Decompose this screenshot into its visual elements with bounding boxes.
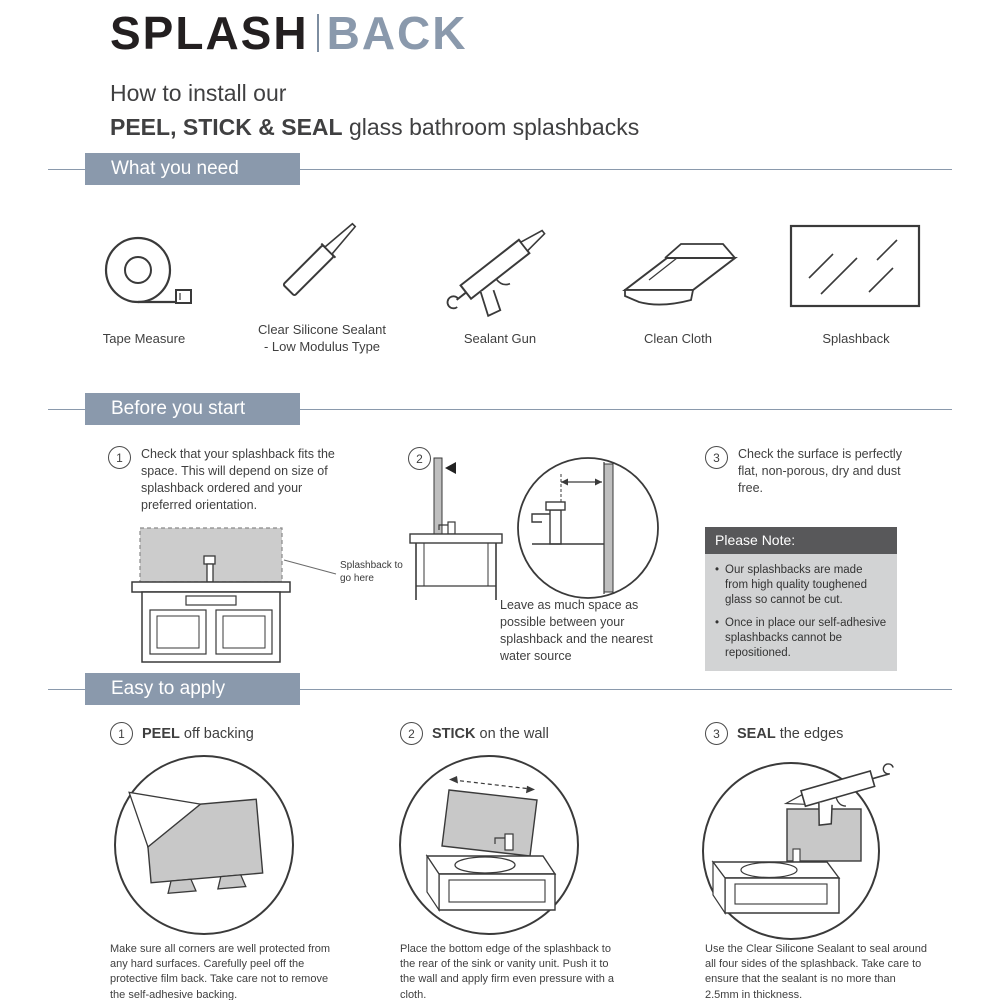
before-step2-header: 2 <box>408 447 431 470</box>
apply-step3-label: SEAL the edges <box>737 726 843 742</box>
step-number-badge: 3 <box>705 722 728 745</box>
note-bullet-text: Our splashbacks are made from high quali… <box>725 564 867 607</box>
step-number-badge: 1 <box>110 722 133 745</box>
section-rule-easy-to-apply <box>48 689 952 690</box>
seal-edges-illustration <box>702 762 894 940</box>
intro-keyphrase: PEEL, STICK & SEAL <box>110 114 343 140</box>
item-sealant-gun: Sealant Gun <box>411 196 589 356</box>
splashback-to-go-here-label: Splashback to go here <box>340 560 403 584</box>
what-you-need-items: Tape Measure Clear Silicone Sealant - Lo… <box>55 196 945 356</box>
item-label: Clean Cloth <box>644 331 712 346</box>
step-number-badge: 1 <box>108 446 131 469</box>
apply-step2-caption: Place the bottom edge of the splashback … <box>400 943 614 1000</box>
before-step1-header: 1 Check that your splashback fits the sp… <box>108 446 353 514</box>
stick-on-wall-illustration <box>399 755 579 935</box>
apply-step2-illustration <box>397 752 582 940</box>
apply-step2-rest: on the wall <box>475 725 549 742</box>
item-splashback: Splashback <box>767 196 945 356</box>
note-bullet: • Our splashbacks are made from high qua… <box>715 563 887 609</box>
apply-step3-header: 3 SEAL the edges <box>705 722 843 745</box>
brand-secondary: BACK <box>326 7 468 59</box>
apply-step1-illustration <box>112 752 297 940</box>
brand-primary: SPLASH <box>110 7 309 59</box>
apply-step3-caption: Use the Clear Silicone Sealant to seal a… <box>705 943 927 1000</box>
clean-cloth-icon-box <box>611 196 746 324</box>
sealant-gun-icon <box>446 229 546 318</box>
apply-step2-action: STICK <box>432 725 476 742</box>
tape-measure-icon <box>104 236 192 304</box>
brand-logo: SPLASH BACK <box>110 6 467 60</box>
tap-gap-closeup-illustration <box>409 457 659 600</box>
section-title-what-you-need: What you need <box>85 153 300 185</box>
item-label: Tape Measure <box>102 331 186 346</box>
apply-step3-action: SEAL <box>737 725 776 742</box>
apply-step1-rest: off backing <box>179 725 254 742</box>
please-note-body: • Our splashbacks are made from high qua… <box>705 554 897 672</box>
step-number-badge: 2 <box>408 447 431 470</box>
splashback-icon-box <box>781 196 931 324</box>
note-bullet: • Once in place our self-adhesive splash… <box>715 616 887 662</box>
please-note-title: Please Note: <box>705 527 897 554</box>
please-note-box: Please Note: • Our splashbacks are made … <box>705 527 897 672</box>
silicone-sealant-icon-box <box>267 196 377 315</box>
item-label: Clear Silicone Sealant <box>258 322 386 338</box>
section-title-easy-to-apply: Easy to apply <box>85 673 300 705</box>
step-number-badge: 3 <box>705 446 728 469</box>
apply-step1-action: PEEL <box>142 725 180 742</box>
before-step1-text: Check that your splashback fits the spac… <box>141 447 335 512</box>
apply-step2-header: 2 STICK on the wall <box>400 722 549 745</box>
clean-cloth-icon <box>621 243 738 306</box>
peel-backing-illustration <box>114 755 294 935</box>
apply-step2-label: STICK on the wall <box>432 726 549 742</box>
item-label: Sealant Gun <box>463 331 537 346</box>
section-title-before-you-start: Before you start <box>85 393 300 425</box>
item-tape-measure: Tape Measure <box>55 196 233 356</box>
bullet-dot: • <box>715 564 720 576</box>
item-sublabel: - Low Modulus Type <box>263 339 381 355</box>
note-bullet-text: Once in place our self-adhesive splashba… <box>725 616 887 659</box>
intro-line1: How to install our <box>110 80 287 106</box>
tape-measure-icon-box <box>92 196 197 324</box>
before-step3-header: 3 Check the surface is perfectly flat, n… <box>705 446 950 497</box>
splashback-icon <box>789 224 921 308</box>
before-step3-text: Check the surface is perfectly flat, non… <box>738 447 902 495</box>
intro-line2: PEEL, STICK & SEAL glass bathroom splash… <box>110 110 639 144</box>
apply-step1-label: PEEL off backing <box>142 726 254 742</box>
intro-text: How to install our PEEL, STICK & SEAL gl… <box>110 76 639 144</box>
bullet-dot: • <box>715 616 720 629</box>
section-rule-before-you-start <box>48 409 952 410</box>
apply-step3-illustration <box>697 745 909 941</box>
vanity-splashback-area-illustration <box>131 527 337 663</box>
intro-line2-rest: glass bathroom splashbacks <box>342 114 640 140</box>
brand-divider <box>316 14 319 52</box>
before-step2-caption: Leave as much space as possible between … <box>500 598 653 663</box>
sealant-gun-icon-box <box>433 196 568 324</box>
section-rule-what-you-need <box>48 169 952 170</box>
item-silicone-sealant: Clear Silicone Sealant - Low Modulus Typ… <box>233 196 411 356</box>
apply-step1-caption: Make sure all corners are well protected… <box>110 943 331 1000</box>
item-clean-cloth: Clean Cloth <box>589 196 767 356</box>
silicone-sealant-icon <box>282 222 357 297</box>
apply-step1-header: 1 PEEL off backing <box>110 722 254 745</box>
apply-step3-rest: the edges <box>775 725 844 742</box>
item-label: Splashback <box>822 331 890 346</box>
before-step1-illustration <box>128 526 378 670</box>
step-number-badge: 2 <box>400 722 423 745</box>
before-step2-illustration <box>398 452 666 604</box>
